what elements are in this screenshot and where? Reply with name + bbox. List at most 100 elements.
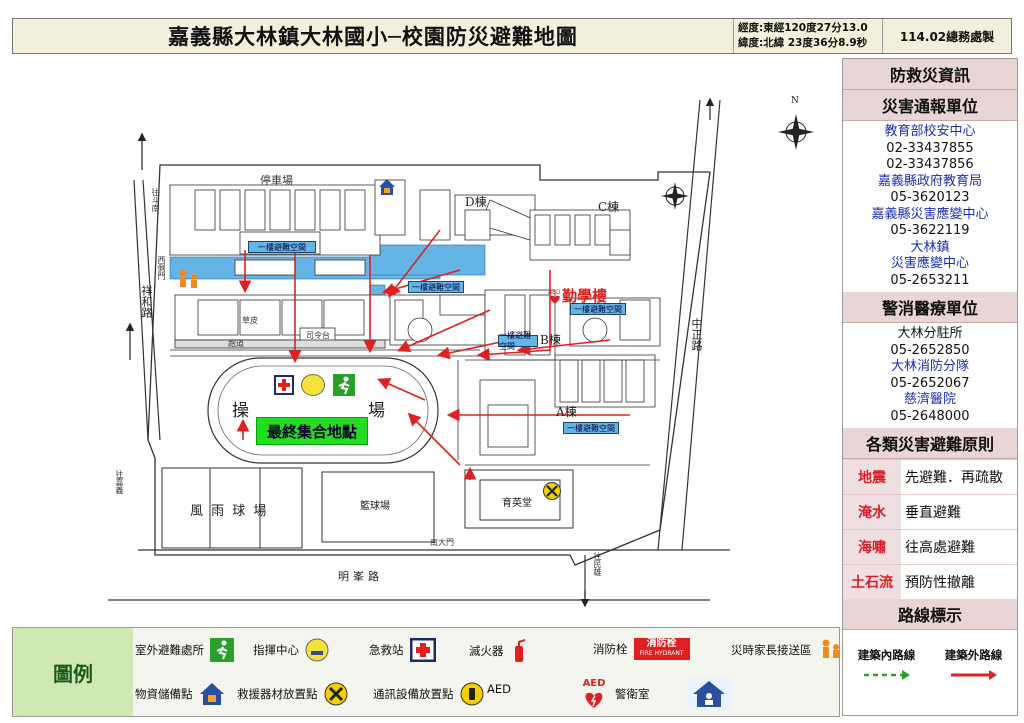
qinxue-building-label: 勤學樓 [562,287,608,305]
aed-icon: AED [579,678,609,710]
supply-storage-icon [199,683,224,705]
legend-item-guard-room: AED 警衛室 [579,678,650,710]
legend-label: 消防栓 [593,642,628,656]
refuge-sign-5: 一樓避難空間 [498,331,538,351]
police-title: 警消醫療單位 [843,292,1017,323]
campus-map: N 停車場 祥和路 中正路 明峯路 往民雄 往嘉義 往斗南 西側門 操 場 最終… [10,60,840,625]
aed-icon: AED [548,287,562,305]
outdoor-refuge-icon [333,374,355,396]
rain-court-label: 風 雨 球 場 [190,504,269,519]
lawn-label: 草皮 [242,316,258,325]
route-legend: 建築內路線 建築外路線 [843,630,1017,698]
basketball-court [321,471,435,543]
evacuation-routes [236,229,630,480]
parent-pickup-icon [174,268,202,294]
aed-badge-text: AED [582,678,606,689]
compass-rose [778,114,814,150]
legend-label: 指揮中心 [253,643,299,657]
gym-label: 育英堂 [502,498,532,509]
report-item: 大林鎮 [910,239,950,255]
principle-desc: 垂直避難 [905,505,961,521]
xianghe-road-label: 祥和路 [140,285,153,318]
rain-court [161,467,303,549]
svg-text:AED: AED [548,289,561,296]
minxiong-label: 往民雄 [593,552,602,576]
building-a-label: A棟 [556,405,577,419]
legend-body: 室外避難處所 指揮中心 急救站 滅火器 消防栓 消防栓 FIRE HYDRANT… [133,628,839,716]
principle-type: 海嘯 [843,530,901,564]
principle-type: 地震 [843,460,901,494]
track-label: 跑道 [228,339,244,348]
principle-type: 淹水 [843,495,901,529]
to-chiayi-label: 往嘉義 [115,470,124,494]
report-item: 嘉義縣政府教育局 [877,173,982,189]
police-item: 05-2648000 [890,408,970,424]
legend-item-command-center: 指揮中心 [253,638,329,662]
red-solid-arrow-icon [950,670,997,680]
header-bar: 嘉義縣大林鎮大林國小─校園防災避難地圖 經度:東經120度27分13.0 緯度:… [12,18,1012,54]
refuge-sign-2: 一樓避難空間 [408,281,464,293]
refuge-sign-3: 一樓避難空間 [570,303,626,315]
legend-item-communication: 通訊設備放置點 [373,682,484,706]
report-item: 災害應變中心 [890,256,969,271]
outdoor-refuge-icon [210,638,234,662]
command-center-icon [305,638,329,662]
legend-item-fire-extinguisher: 滅火器 [469,638,528,664]
stage-label: 司令台 [306,331,330,340]
page-title: 嘉義縣大林鎮大林國小─校園防災避難地圖 [168,24,578,49]
mingfeng-road-label: 明峯路 [338,570,383,583]
report-list: 教育部校安中心 02-33437855 02-33437856 嘉義縣政府教育局… [843,121,1017,292]
rescue-equipment-icon [324,682,347,706]
principle-desc: 預防性撤離 [905,575,975,591]
left-building [174,294,396,349]
to-douliu-label: 往斗南 [151,188,160,212]
legend-label: 室外避難處所 [135,643,204,657]
police-item: 05-2652067 [890,375,970,391]
principle-row: 地震 先避難．再疏散 [843,459,1017,494]
communication-icon [460,682,483,706]
roads [108,99,730,601]
parent-pickup-icon [822,639,839,658]
legend-label: 急救站 [369,643,404,657]
info-title: 防救災資訊 [843,59,1017,90]
fire-hydrant-icon: 消防栓 FIRE HYDRANT [633,638,690,660]
report-item: 02-33437855 [886,140,974,156]
legend-item-supply-storage: 物資儲備點 [135,682,225,706]
hydrant-badge-text: 消防栓 [646,638,677,649]
route-inside: 建築內路線 [843,630,930,698]
principle-desc: 先避難．再疏散 [905,470,1003,486]
building-d [454,194,536,241]
latitude-text: 緯度:北緯 23度36分8.9秒 [738,37,868,49]
center-block [389,294,486,346]
legend-item-first-aid: 急救站 [369,638,436,662]
legend-label: 物資儲備點 [135,687,193,701]
playground-label-left: 操 [232,401,249,421]
legend-item-parent-pickup: 災時家長接送區 [731,638,842,662]
report-item: 05-3622119 [890,223,970,238]
police-item: 05-2652850 [890,342,970,358]
building-b-label: B棟 [540,333,561,347]
legend-label: 通訊設備放置點 [373,687,454,701]
legend-label: 警衛室 [615,687,650,701]
legend-item-outdoor-refuge: 室外避難處所 [135,638,234,662]
principle-desc: 往高處避難 [905,540,975,556]
compass-small [661,182,689,210]
south-gate-label: 南大門 [430,538,454,547]
first-aid-icon [274,375,294,395]
legend-title: 圖例 [13,628,133,716]
principles-title: 各類災害避難原則 [843,428,1017,459]
building-a [479,354,656,456]
building-c-label: C棟 [598,200,620,214]
legend: 圖例 室外避難處所 指揮中心 急救站 滅火器 消防栓 消防栓 FIRE HYDR… [12,627,840,717]
report-item: 05-2653211 [890,272,970,288]
legend-item-fire-hydrant: 消防栓 消防栓 FIRE HYDRANT [593,638,690,660]
refuge-sign-4: 一樓避難空間 [563,422,619,434]
route-outside-label: 建築外路線 [944,648,1003,662]
legend-label: 災時家長接送區 [731,643,812,657]
map-drawing [108,97,814,608]
report-item: 05-3620123 [890,190,970,205]
principle-type: 土石流 [843,565,901,599]
fire-extinguisher-icon [514,639,525,662]
playground-label-right: 場 [368,401,385,421]
routes-title: 路線標示 [843,599,1017,630]
